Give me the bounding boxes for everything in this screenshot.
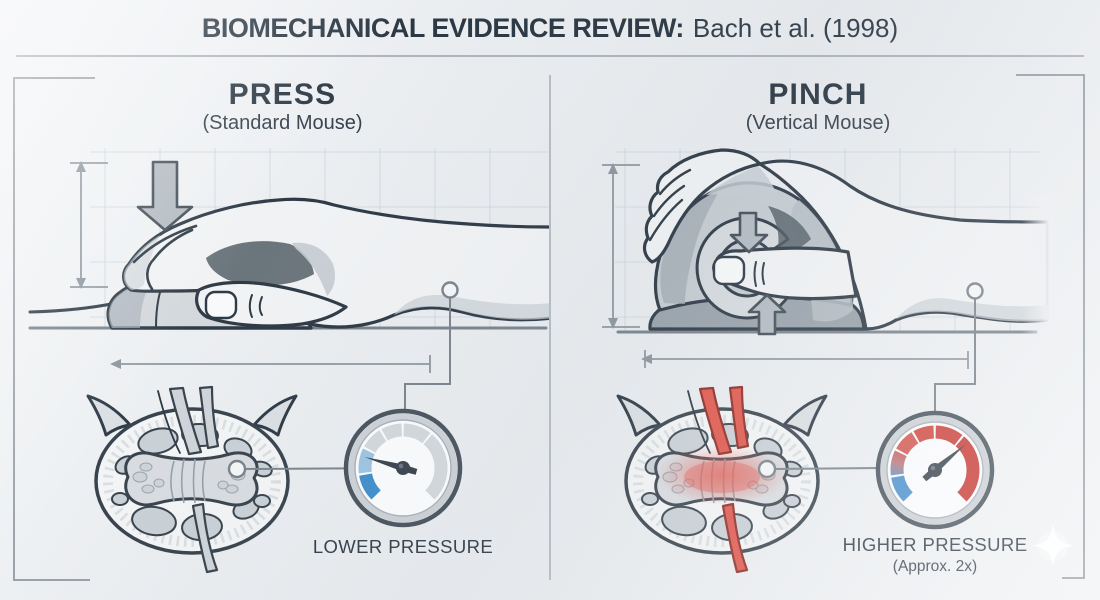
panel-press-subheading: (Standard Mouse)	[202, 112, 363, 134]
nerve-point-marker	[757, 459, 777, 479]
pinch-fingers-drawing	[642, 148, 762, 264]
right-corner-bracket	[1016, 74, 1085, 579]
height-dimension-arrow-icon	[602, 163, 640, 329]
pressure-gauge-low	[343, 408, 463, 528]
higher-pressure-note: (Approx. 2x)	[892, 558, 978, 575]
pinch-thumb-drawing	[712, 246, 858, 301]
wrist-point-marker	[966, 282, 984, 300]
nerve-point-marker	[227, 459, 247, 479]
mouse-cable	[28, 301, 118, 314]
sparkle-icon	[1032, 524, 1074, 567]
wrist-point-marker	[441, 281, 459, 299]
lower-pressure-label: LOWER PRESSURE	[312, 536, 494, 557]
length-dimension-arrow-icon	[110, 355, 431, 373]
press-down-arrow-icon	[136, 160, 194, 232]
pinch-illustration	[602, 148, 1054, 414]
median-nerve-band	[124, 451, 259, 507]
thumbnail	[712, 255, 746, 286]
leader-line	[404, 298, 451, 412]
flexor-tendons	[157, 385, 220, 574]
leader-line	[774, 467, 880, 470]
pinch-opposing-arrows-icon	[729, 211, 787, 336]
flexor-tendons-strained	[687, 385, 750, 574]
arm-fade	[1022, 195, 1054, 340]
thumbnail	[204, 290, 238, 320]
length-dimension-arrow-icon	[641, 350, 969, 369]
higher-pressure-label: HIGHER PRESSURE	[842, 534, 1028, 555]
height-dimension-arrow-icon	[70, 161, 108, 289]
pressure-gauge-high	[875, 410, 995, 530]
left-corner-bracket	[13, 77, 95, 581]
leader-line	[934, 299, 976, 414]
carpal-tunnel-cross-section-inflamed	[616, 385, 828, 574]
title-citation: Bach et al. (1998)	[692, 13, 899, 43]
panel-pinch-heading: PINCH	[768, 78, 868, 111]
inflammation-glow	[656, 445, 788, 505]
press-illustration	[28, 148, 549, 412]
panel-press-heading: PRESS	[228, 78, 337, 111]
carpal-tunnel-cross-section-normal	[86, 385, 298, 574]
page-title: BIOMECHANICAL EVIDENCE REVIEW:Bach et al…	[0, 13, 1100, 44]
panel-pinch-subheading: (Vertical Mouse)	[745, 112, 891, 134]
press-hand-drawing	[122, 197, 549, 329]
title-emphasis: BIOMECHANICAL EVIDENCE REVIEW:	[201, 13, 685, 43]
